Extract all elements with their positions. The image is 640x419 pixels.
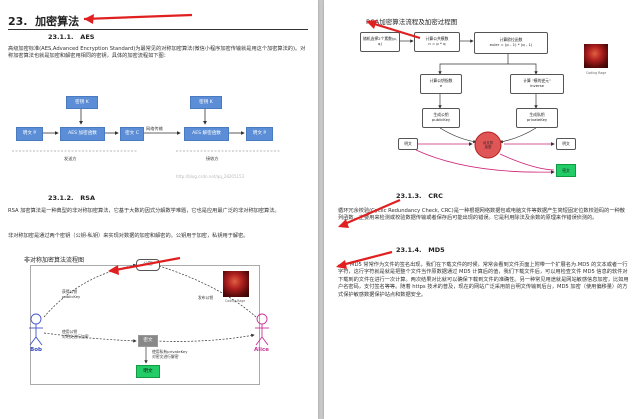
aes-plaintext-box: 明文 P xyxy=(16,127,43,141)
asym-figure-title: 非对称加密算法流程图 xyxy=(24,257,85,264)
subsection-crc-heading: 23.1.3. CRC xyxy=(396,192,443,200)
aes-paragraph: 高级加密标准(AES,Advanced Encryption Standard)… xyxy=(8,46,306,60)
author-avatar-image xyxy=(584,44,608,68)
aes-encrypt-box: AES 加密函数 xyxy=(60,127,105,141)
subsection-aes-heading: 23.1.1. AES xyxy=(48,33,94,41)
subsection-number: 23.1.4. xyxy=(396,246,422,254)
rsa-paragraph-1: RSA 加密算法是一种典型的非对称加密算法，它基于大数的因式分解数学难题，它也是… xyxy=(8,208,280,214)
decrypt-note: 使用私有privateKey 对密文进行解密 xyxy=(152,349,188,359)
publish-key-note: 发布公钥 xyxy=(198,295,214,300)
subsection-number: 23.1.2. xyxy=(48,194,74,202)
aes-flow-diagram: 密钥 K 明文 P AES 加密函数 密文 C 网络传输 密钥 K AES 解密… xyxy=(8,86,308,182)
author-avatar-image xyxy=(223,271,249,297)
rsa-flow-arrows xyxy=(398,39,555,175)
plaintext-green-box: 明文 xyxy=(136,365,160,378)
rsa-encrypt-node: 对文件 加密 xyxy=(482,140,494,149)
aes-plaintext-box-2: 明文 P xyxy=(246,127,273,141)
rsa-ciphertext-green: 密文 xyxy=(556,164,576,177)
subsection-rsa-heading: 23.1.2. RSA xyxy=(48,194,95,202)
aes-decrypt-box: AES 解密函数 xyxy=(184,127,229,141)
section-title: 加密算法 xyxy=(35,15,80,28)
network-transfer-label: 网络传输 xyxy=(146,126,163,131)
rsa-step-random-primes: 随机选择2个素数(p, q) xyxy=(360,32,400,52)
rsa-plaintext-right: 明文 xyxy=(556,138,576,150)
subsection-title: RSA xyxy=(80,194,96,202)
subsection-title: CRC xyxy=(428,192,443,200)
get-public-key-note: 获得公钥 publicKey xyxy=(62,289,81,299)
crc-paragraph: 循环冗余校验(Cyclic Redundancy Check, CRC)是一种根… xyxy=(338,208,625,222)
rsa-step-modulus: 计算公共模数 n = p * q xyxy=(414,32,460,52)
receiver-label: 接收方 xyxy=(206,156,219,161)
md5-paragraph: MD5 常常作为文件的签名出现，我们在下载文件的时候，常常会看到文件页面上附带一… xyxy=(338,262,629,298)
aes-key-box-2: 密钥 K xyxy=(190,96,222,109)
heading-rule xyxy=(8,29,308,30)
public-key-box: 公钥 xyxy=(136,259,160,271)
rsa-step-public-exponent: 计算公钥指数 e xyxy=(420,74,462,94)
watermark-text: http://blog.csdn.net/qq_28205153 xyxy=(176,174,245,179)
subsection-number: 23.1.3. xyxy=(396,192,422,200)
rsa-paragraph-2: 非对称加密是通过两个密钥（公钥-私钥）来实现对数据的加密和解密的。公钥用于加密，… xyxy=(8,233,249,239)
asymmetric-flow-diagram: 非对称加密算法流程图 Bob Alice 获得公 xyxy=(10,255,280,385)
rsa-generate-private-key: 生成私钥 privateKey xyxy=(516,108,558,128)
section-number: 23. xyxy=(8,15,28,28)
subsection-number: 23.1.1. xyxy=(48,33,74,41)
subsection-title: MD5 xyxy=(428,246,445,254)
subsection-title: AES xyxy=(80,33,95,41)
alice-label: Alice xyxy=(254,347,270,353)
aes-ciphertext-box: 密文 C xyxy=(120,127,144,141)
avatar-caption: Coding Rage xyxy=(586,71,607,75)
sender-label: 发送方 xyxy=(64,156,77,161)
encrypt-note: 使用公钥 对明文进行加密 xyxy=(62,329,89,339)
document-page-left: 23. 加密算法 23.1.1. AES 高级加密标准(AES,Advanced… xyxy=(0,0,318,419)
avatar-caption: Coding Rage xyxy=(225,299,246,303)
bob-label: Bob xyxy=(30,347,42,353)
aes-key-box: 密钥 K xyxy=(66,96,98,109)
rsa-step-euler: 计算欧拉函数 euler = (p - 1) * (q - 1) xyxy=(474,32,548,54)
aes-flow-arrows xyxy=(12,108,280,152)
subsection-md5-heading: 23.1.4. MD5 xyxy=(396,246,445,254)
rsa-generate-public-key: 生成公钥 publicKey xyxy=(422,108,460,128)
rsa-step-inverse: 计算 "模的逆元" inverse xyxy=(510,74,564,94)
document-page-right: RSA加密算法流程及加密过程图 随机选择2个素数(p, q) 计算公共模数 n … xyxy=(324,0,640,419)
rsa-plaintext-left: 明文 xyxy=(398,138,418,150)
section-heading: 23. 加密算法 xyxy=(8,13,79,29)
rsa-flow-diagram: 随机选择2个素数(p, q) 计算公共模数 n = p * q 计算欧拉函数 e… xyxy=(358,24,608,184)
ciphertext-box: 密文 xyxy=(138,335,158,347)
